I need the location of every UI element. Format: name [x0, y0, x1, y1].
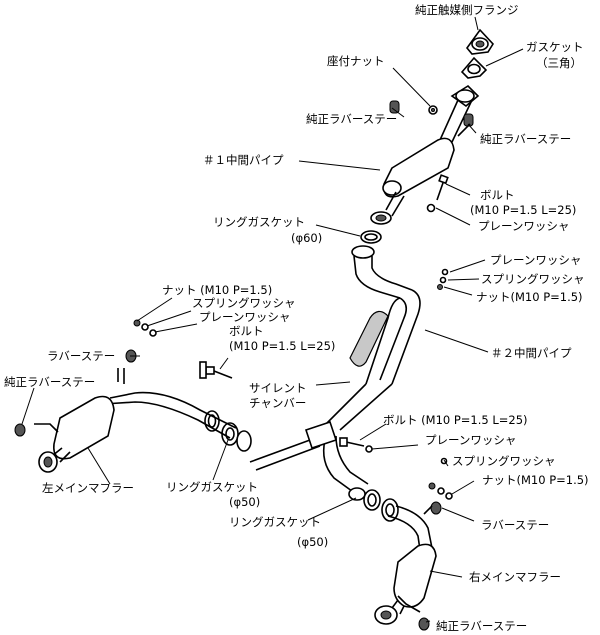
oem-rubber-stay-top-left-part [389, 100, 400, 114]
label-plain-washer-center: プレーンワッシャ [425, 433, 516, 447]
triangle-gasket-part [460, 56, 488, 79]
label-left-main-muffler: 左メインマフラー [42, 481, 134, 495]
label-bolt-left: ボルト [229, 324, 264, 338]
label-right-main-muffler: 右メインマフラー [469, 570, 561, 584]
center-fasteners-part [339, 268, 453, 500]
label-ring-gasket-top: リングガスケット [213, 215, 305, 229]
mid-pipe-2-part [249, 245, 421, 495]
label-rubber-stay-left: ラバーステー [47, 349, 115, 363]
seat-nut-part [428, 105, 438, 115]
label-oem-rubber-stay-left: 純正ラバーステー [4, 375, 95, 389]
label-plain-washer-top: プレーンワッシャ [478, 219, 569, 233]
rubber-stay-left-part [117, 349, 137, 384]
leader-lines [21, 16, 524, 623]
label-spring-washer-center: スプリングワッシャ [452, 454, 556, 468]
label-ring-gasket-mid: リングガスケット [166, 480, 258, 494]
label-spring-washer-right: スプリングワッシャ [481, 272, 585, 286]
label-nut-center: ナット(M10 P=1.5) [482, 473, 589, 487]
label-gasket-sub: （三角） [536, 56, 582, 70]
label-gasket: ガスケット [526, 40, 584, 54]
label-bolt-left-spec: (M10 P=1.5 L=25) [229, 339, 335, 353]
label-plain-washer-right: プレーンワッシャ [490, 253, 581, 267]
ring-gasket-50-right-part [348, 487, 399, 522]
left-main-muffler-part [14, 391, 237, 473]
right-main-muffler-part [374, 505, 437, 631]
label-plain-washer-left: プレーンワッシャ [199, 310, 290, 324]
label-oem-rubber-stay-top-right: 純正ラバーステー [480, 132, 571, 146]
label-seat-nut: 座付ナット [327, 54, 385, 68]
label-ring-gasket-low: リングガスケット [229, 515, 321, 529]
label-ring-gasket-top-size: (φ60) [291, 231, 322, 245]
label-silent-chamber-1: サイレント [249, 381, 307, 395]
label-oem-rubber-stay-bottom: 純正ラバーステー [436, 619, 527, 633]
left-fasteners-part [133, 319, 233, 379]
label-bolt-center: ボルト (M10 P=1.5 L=25) [383, 413, 528, 427]
label-nut-left: ナット (M10 P=1.5) [162, 283, 272, 297]
ring-gasket-50-left-part [204, 410, 252, 452]
label-ring-gasket-mid-size: (φ50) [229, 495, 260, 509]
label-bolt-top: ボルト [480, 188, 515, 202]
label-mid-pipe-2: ＃２中間パイプ [491, 346, 572, 360]
label-ring-gasket-low-size: (φ50) [297, 535, 328, 549]
label-spring-washer-left: スプリングワッシャ [192, 296, 296, 310]
labels: 純正触媒側フランジ ガスケット （三角） 座付ナット 純正ラバーステー 純正ラバ… [4, 3, 589, 633]
oem-cat-flange-part [465, 28, 495, 55]
label-mid-pipe-1: ＃１中間パイプ [203, 153, 284, 167]
label-nut-right: ナット(M10 P=1.5) [476, 290, 583, 304]
bolt-top-part [426, 174, 449, 213]
label-oem-rubber-stay-top-left: 純正ラバーステー [306, 112, 397, 126]
ring-gasket-60-part [360, 230, 382, 244]
label-silent-chamber-2: チャンバー [249, 396, 306, 410]
oem-rubber-stay-top-right-part [457, 113, 474, 137]
rubber-stay-right-part [423, 501, 442, 515]
label-bolt-top-spec: (M10 P=1.5 L=25) [470, 203, 576, 217]
mid-pipe-1-part [370, 137, 455, 225]
label-rubber-stay-right: ラバーステー [481, 518, 549, 532]
label-oem-cat-flange: 純正触媒側フランジ [415, 3, 519, 17]
